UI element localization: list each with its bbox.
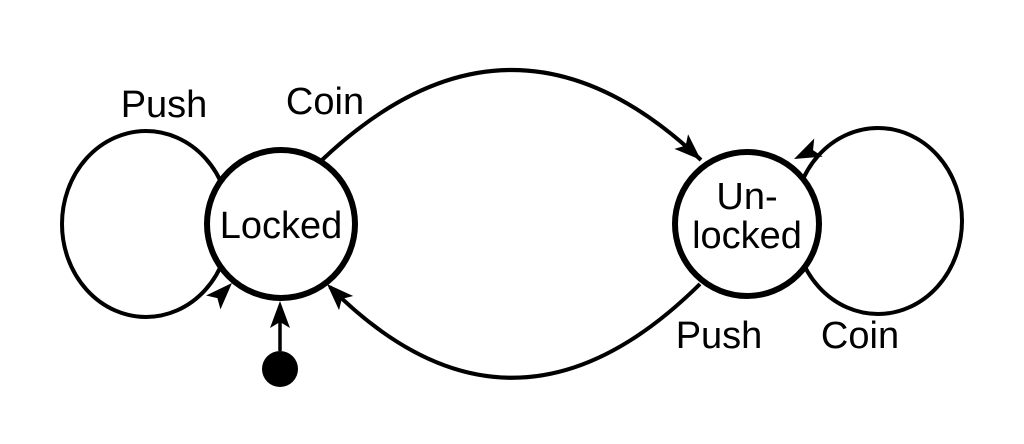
arrowhead-selfloop-locked-icon [206, 283, 232, 310]
transition-label-coin-locked-to-unlocked: Coin [286, 81, 364, 123]
transition-arc-coin-locked-to-unlocked [320, 68, 703, 162]
state-label-unlocked-line1: Un- [716, 176, 777, 218]
state-circle-locked [204, 147, 358, 301]
transition-label-push-unlocked-to-locked: Push [676, 315, 763, 357]
transition-arc-push-unlocked-to-locked [328, 282, 702, 380]
state-label-unlocked-line2: locked [692, 215, 802, 257]
arrowhead-selfloop-unlocked-icon [794, 138, 823, 159]
state-circle-unlocked [672, 149, 822, 299]
state-label-locked: Locked [220, 205, 343, 247]
initial-state-dot [262, 351, 298, 387]
arrowhead-push-into-locked-icon [327, 284, 354, 311]
arrowhead-coin-into-unlocked-icon [674, 134, 701, 160]
transition-label-coin-unlocked: Coin [821, 315, 899, 357]
arrowhead-initial-into-locked-icon [270, 301, 290, 328]
transition-label-push-locked: Push [121, 84, 208, 126]
